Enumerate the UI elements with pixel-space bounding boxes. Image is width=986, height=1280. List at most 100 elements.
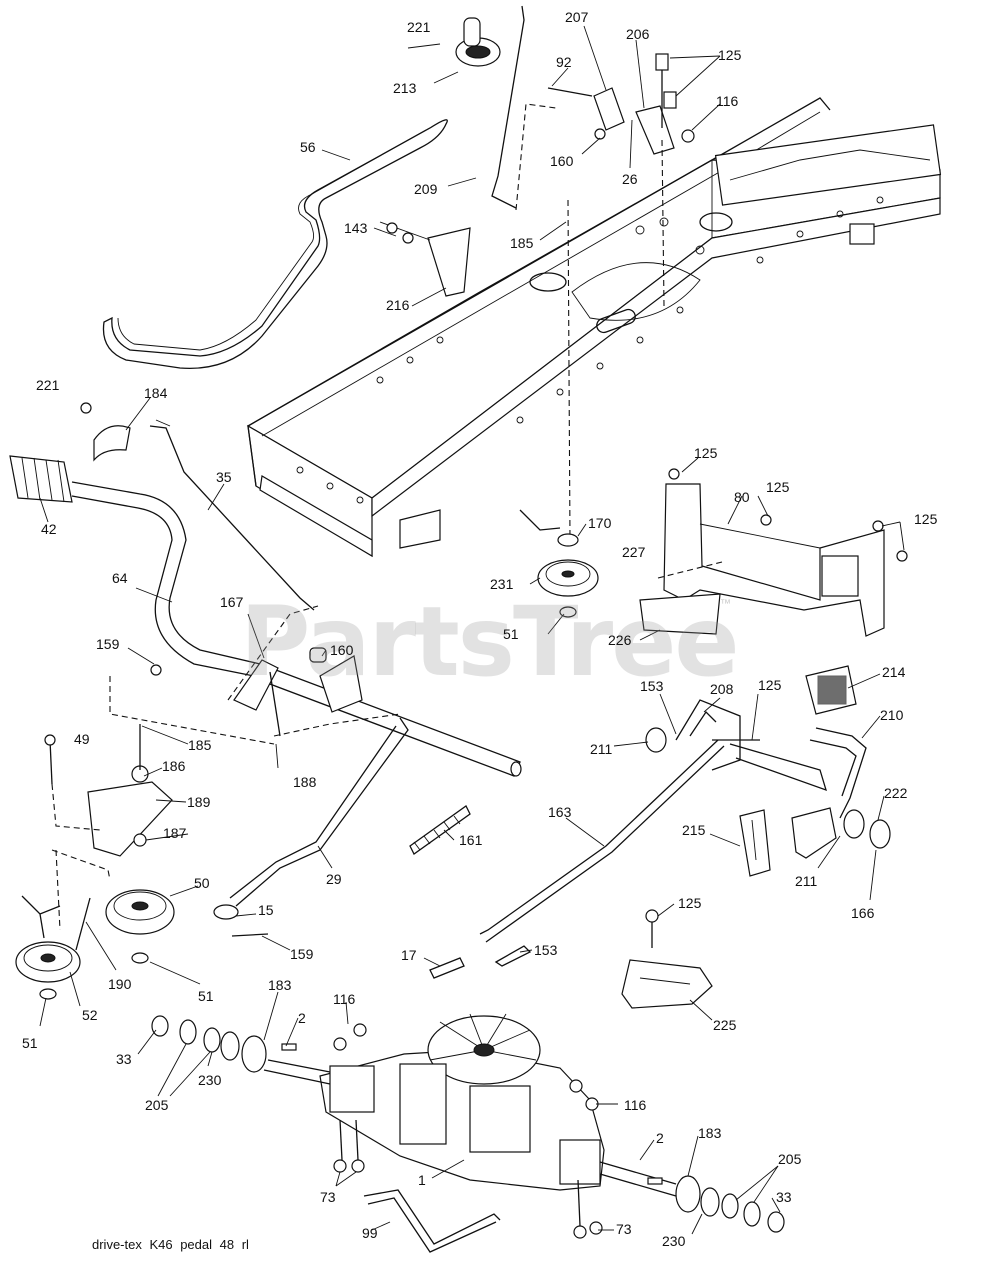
callout-label: 230 — [662, 1233, 686, 1249]
callout-label: 42 — [41, 521, 57, 537]
callout-label: 185 — [188, 737, 212, 753]
callout-label: 92 — [556, 54, 572, 70]
bracket-80 — [639, 468, 908, 637]
callout-label: 153 — [640, 678, 664, 694]
callout-label: 189 — [187, 794, 211, 810]
rod-29 — [213, 717, 409, 937]
callout-label: 227 — [622, 544, 646, 560]
callout-label: 99 — [362, 1225, 378, 1241]
callout-label: 160 — [330, 642, 354, 658]
callout-label: 206 — [626, 26, 650, 42]
linkage-167 — [109, 605, 401, 745]
callout-label: 116 — [716, 93, 739, 109]
callout-label: 170 — [588, 515, 612, 531]
callout-label: 186 — [162, 758, 186, 774]
callout-label: 50 — [194, 875, 210, 891]
callout-label: 230 — [198, 1072, 222, 1088]
watermark-text: PartsTree — [240, 586, 739, 698]
callout-label: 207 — [565, 9, 589, 25]
callout-label: 56 — [300, 139, 316, 155]
callout-label: 153 — [534, 942, 558, 958]
pulley-50 — [105, 889, 175, 964]
callout-label: 160 — [550, 153, 574, 169]
callout-label: 209 — [414, 181, 438, 197]
callout-label: 51 — [198, 988, 214, 1004]
callout-label: 143 — [344, 220, 368, 236]
callout-label: 215 — [682, 822, 706, 838]
rod-163 — [479, 699, 827, 943]
callout-label: 211 — [590, 741, 613, 757]
callout-label: 2 — [298, 1010, 306, 1026]
callout-label: 116 — [333, 991, 356, 1007]
callout-label: 216 — [386, 297, 410, 313]
idler-pulley-231 — [519, 199, 599, 618]
callout-label: 125 — [678, 895, 702, 911]
callout-label: 125 — [694, 445, 718, 461]
callout-label: 52 — [82, 1007, 98, 1023]
plate-189 — [44, 724, 173, 931]
callout-label: 210 — [880, 707, 904, 723]
callout-label: 208 — [710, 681, 734, 697]
callout-label: 80 — [734, 489, 750, 505]
axle-hardware-right — [647, 1175, 785, 1233]
callout-label: 35 — [216, 469, 232, 485]
chassis-frame — [246, 97, 942, 558]
bracket-215 — [739, 809, 771, 877]
axle-hardware-left — [151, 1015, 297, 1073]
callout-label: 211 — [795, 873, 818, 889]
callout-label: 125 — [758, 677, 782, 693]
callout-label: 2 — [656, 1130, 664, 1146]
bracket-216 — [379, 221, 471, 297]
callout-label: 205 — [145, 1097, 169, 1113]
callout-label: 51 — [503, 626, 519, 642]
callout-label: 73 — [616, 1221, 632, 1237]
callout-label: 29 — [326, 871, 342, 887]
callout-label: 49 — [74, 731, 90, 747]
transaxle — [263, 1013, 677, 1239]
spring-161 — [409, 805, 532, 979]
callout-label: 33 — [776, 1189, 792, 1205]
knob-213 — [407, 17, 501, 67]
callout-label: 163 — [548, 804, 572, 820]
callout-label: 221 — [407, 19, 431, 35]
watermark-trademark: ™ — [720, 598, 731, 610]
pedal-210 — [791, 665, 891, 859]
diagram-caption: drive-tex K46 pedal 48 rl — [92, 1237, 249, 1252]
callout-label: 187 — [163, 825, 187, 841]
callout-label: 226 — [608, 632, 632, 648]
pedal-shaft-64 — [9, 455, 522, 777]
callout-label: 159 — [290, 946, 314, 962]
callout-label: 159 — [96, 636, 120, 652]
callout-label: 73 — [320, 1189, 336, 1205]
callout-label: 116 — [624, 1097, 647, 1113]
callout-label: 205 — [778, 1151, 802, 1167]
callout-label: 185 — [510, 235, 534, 251]
callout-label: 125 — [914, 511, 938, 527]
drive-belt — [102, 119, 448, 370]
callout-label: 183 — [268, 977, 292, 993]
callout-label: 221 — [36, 377, 60, 393]
callout-label: 166 — [851, 905, 875, 921]
callout-label: 26 — [622, 171, 638, 187]
bracket-225 — [621, 909, 713, 1009]
callout-label: 64 — [112, 570, 128, 586]
callout-label: 33 — [116, 1051, 132, 1067]
rod-209 — [491, 5, 557, 211]
callout-label: 183 — [698, 1125, 722, 1141]
rod-35 — [80, 402, 315, 611]
callout-label: 184 — [144, 385, 168, 401]
callout-label: 125 — [766, 479, 790, 495]
callout-label: 213 — [393, 80, 417, 96]
rod-99 — [363, 1189, 501, 1253]
callout-label: 125 — [718, 47, 742, 63]
callout-label: 161 — [459, 832, 483, 848]
callout-label: 51 — [22, 1035, 38, 1051]
callout-label: 167 — [220, 594, 244, 610]
callout-leaders — [39, 25, 905, 1235]
callout-label: 231 — [490, 576, 514, 592]
callout-label: 222 — [884, 785, 908, 801]
callout-label: 17 — [401, 947, 417, 963]
callout-label: 225 — [713, 1017, 737, 1033]
